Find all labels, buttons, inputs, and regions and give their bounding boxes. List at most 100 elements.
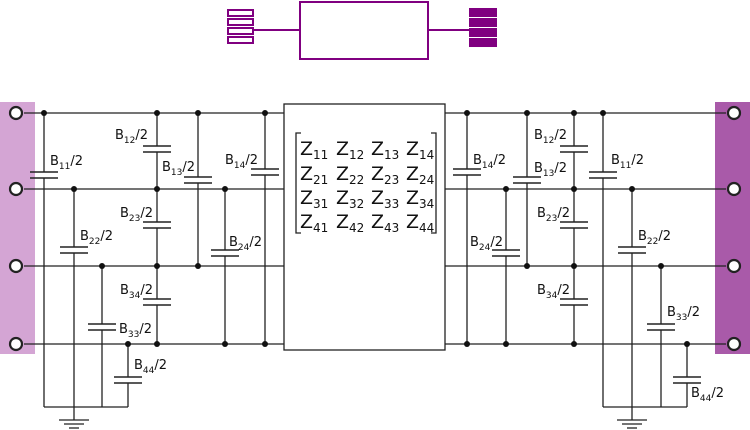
matrix-entry-z22: Z22 bbox=[336, 163, 364, 187]
label-suffix: /2 bbox=[154, 358, 167, 373]
label-suffix: /2 bbox=[557, 283, 570, 298]
entry-subscript: 23 bbox=[384, 173, 399, 187]
label-base: B bbox=[534, 161, 543, 176]
left-port-pin-3 bbox=[227, 27, 254, 35]
matrix-entry-z43: Z43 bbox=[371, 211, 399, 235]
entry-base: Z bbox=[406, 138, 419, 160]
junction-dot bbox=[600, 110, 606, 116]
matrix-entry-z23: Z23 bbox=[371, 163, 399, 187]
entry-base: Z bbox=[336, 211, 349, 233]
label-suffix: /2 bbox=[493, 153, 506, 168]
label-base: B bbox=[80, 229, 89, 244]
entry-base: Z bbox=[371, 187, 384, 209]
label-suffix: /2 bbox=[182, 160, 195, 175]
entry-base: Z bbox=[336, 138, 349, 160]
label-suffix: /2 bbox=[557, 206, 570, 221]
left-terminal-1 bbox=[8, 105, 24, 121]
junction-dot bbox=[571, 110, 577, 116]
junction-dot bbox=[71, 186, 77, 192]
matrix-entry-z34: Z34 bbox=[406, 187, 434, 211]
label-suffix: /2 bbox=[490, 235, 503, 250]
entry-subscript: 44 bbox=[419, 221, 434, 235]
entry-base: Z bbox=[406, 163, 419, 185]
entry-base: Z bbox=[300, 138, 313, 160]
label-base: B bbox=[119, 322, 128, 337]
label-subscript: 44 bbox=[700, 394, 712, 404]
junction-dot bbox=[503, 341, 509, 347]
entry-base: Z bbox=[406, 187, 419, 209]
label-base: B bbox=[638, 229, 647, 244]
label-base: B bbox=[50, 154, 59, 169]
junction-dot bbox=[464, 110, 470, 116]
junction-dot bbox=[629, 186, 635, 192]
matrix-left-bracket bbox=[295, 132, 301, 234]
junction-dot bbox=[125, 341, 131, 347]
label-subscript: 13 bbox=[543, 169, 554, 179]
left-terminal-4 bbox=[8, 336, 24, 352]
junction-dot bbox=[195, 263, 201, 269]
right-terminal-2 bbox=[726, 181, 742, 197]
label-subscript: 12 bbox=[543, 136, 554, 146]
junction-dot bbox=[41, 110, 47, 116]
junction-dot bbox=[464, 341, 470, 347]
label-suffix: /2 bbox=[140, 283, 153, 298]
entry-base: Z bbox=[300, 187, 313, 209]
label-base: B bbox=[134, 358, 143, 373]
block-symbol-icon bbox=[227, 1, 497, 60]
right-port-pin-2 bbox=[469, 18, 497, 27]
entry-subscript: 32 bbox=[349, 197, 364, 211]
label-subscript: 34 bbox=[546, 291, 558, 301]
label-base: B bbox=[120, 206, 129, 221]
right-port-pin-3 bbox=[469, 28, 497, 37]
matrix-entry-z12: Z12 bbox=[336, 138, 364, 162]
junction-dot bbox=[571, 263, 577, 269]
junction-dot bbox=[524, 263, 530, 269]
junction-dot bbox=[99, 263, 105, 269]
left-capacitor-b22-label: B22/2 bbox=[80, 229, 113, 247]
label-base: B bbox=[115, 128, 124, 143]
matrix-entry-z13: Z13 bbox=[371, 138, 399, 162]
junction-dot bbox=[571, 186, 577, 192]
matrix-entry-z21: Z21 bbox=[300, 163, 328, 187]
entry-base: Z bbox=[300, 211, 313, 233]
left-capacitor-b11-label: B11/2 bbox=[50, 154, 83, 172]
right-capacitor-b24-label: B24/2 bbox=[470, 235, 503, 253]
left-port-pin-2 bbox=[227, 18, 254, 26]
left-terminal-2 bbox=[8, 181, 24, 197]
label-suffix: /2 bbox=[554, 161, 567, 176]
label-suffix: /2 bbox=[711, 386, 724, 401]
right-port-panel bbox=[715, 102, 750, 354]
entry-subscript: 41 bbox=[313, 221, 328, 235]
left-capacitor-b12-label: B12/2 bbox=[115, 128, 148, 146]
label-base: B bbox=[537, 283, 546, 298]
junction-dot bbox=[222, 186, 228, 192]
label-subscript: 11 bbox=[59, 162, 70, 172]
left-capacitor-b24-label: B24/2 bbox=[229, 235, 262, 253]
matrix-entry-z31: Z31 bbox=[300, 187, 328, 211]
entry-subscript: 12 bbox=[349, 148, 364, 162]
entry-subscript: 34 bbox=[419, 197, 434, 211]
label-subscript: 23 bbox=[546, 214, 557, 224]
label-suffix: /2 bbox=[135, 128, 148, 143]
label-subscript: 33 bbox=[676, 313, 687, 323]
entry-subscript: 22 bbox=[349, 173, 364, 187]
junction-dot bbox=[154, 263, 160, 269]
left-capacitor-b33-label: B33/2 bbox=[119, 322, 152, 340]
label-base: B bbox=[470, 235, 479, 250]
entry-subscript: 31 bbox=[313, 197, 328, 211]
symbol-body bbox=[299, 1, 429, 60]
junction-dot bbox=[684, 341, 690, 347]
label-base: B bbox=[534, 128, 543, 143]
entry-base: Z bbox=[336, 163, 349, 185]
entry-subscript: 13 bbox=[384, 148, 399, 162]
matrix-entry-z32: Z32 bbox=[336, 187, 364, 211]
label-base: B bbox=[225, 153, 234, 168]
left-capacitor-b34-label: B34/2 bbox=[120, 283, 153, 301]
label-suffix: /2 bbox=[140, 206, 153, 221]
label-subscript: 22 bbox=[647, 237, 658, 247]
label-suffix: /2 bbox=[245, 153, 258, 168]
label-suffix: /2 bbox=[631, 153, 644, 168]
